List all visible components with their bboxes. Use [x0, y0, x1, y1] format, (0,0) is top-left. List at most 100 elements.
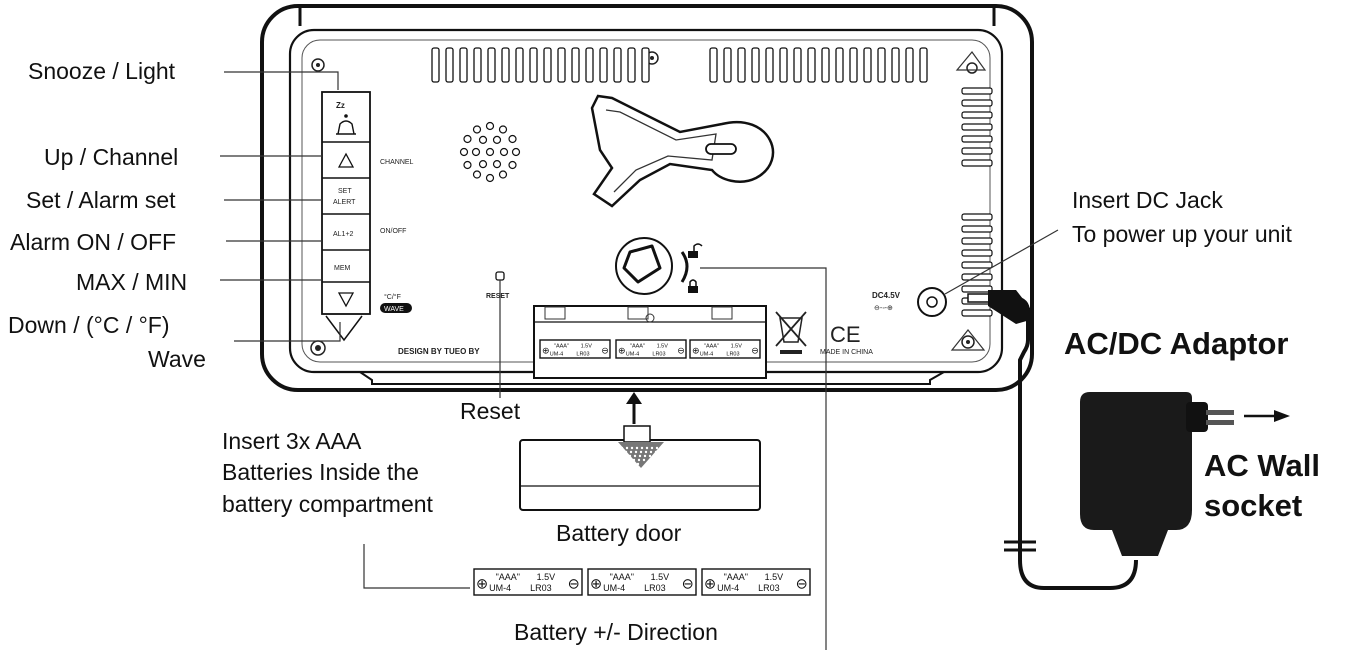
- wave-side-label: WAVE: [384, 306, 404, 313]
- vent-slot: [961, 159, 993, 167]
- vent-slot: [961, 261, 993, 269]
- speaker-hole: [508, 134, 517, 144]
- battery-code: LR03: [726, 351, 739, 357]
- up-channel-button[interactable]: [337, 152, 355, 168]
- label-dc-jack-2: To power up your unit: [1072, 221, 1292, 247]
- speaker-hole: [478, 160, 488, 169]
- vent-slot: [821, 47, 830, 83]
- battery-model: UM-4: [700, 351, 713, 357]
- vent-slot: [613, 47, 622, 83]
- screw-icon: [966, 62, 978, 74]
- label-reset: Reset: [460, 398, 521, 424]
- screw-icon: [311, 58, 325, 72]
- speaker-hole: [492, 135, 502, 144]
- vent-slot: [961, 249, 993, 257]
- button-column: [321, 91, 371, 342]
- speaker-hole: [472, 170, 482, 179]
- label-adaptor: AC/DC Adaptor: [1064, 326, 1289, 361]
- vent-slot: [961, 135, 993, 143]
- vent-slot: [919, 47, 928, 83]
- battery-voltage: 1.5V: [581, 344, 593, 350]
- vent-slot: [779, 47, 788, 83]
- vent-slot: [961, 147, 993, 155]
- snooze-light-button[interactable]: Zz: [336, 101, 356, 135]
- battery-model: UM-4: [717, 583, 739, 593]
- vent-slot: [473, 47, 482, 83]
- vent-slot: [543, 47, 552, 83]
- battery-model: UM-4: [489, 583, 511, 593]
- triangle-down-icon: [337, 292, 355, 308]
- battery-voltage: 1.5V: [657, 344, 669, 350]
- device-back-panel: [260, 4, 1034, 392]
- speaker-hole: [492, 160, 502, 169]
- battery-type: "AAA": [610, 572, 634, 582]
- dc-rating-text: DC4.5V: [872, 291, 901, 300]
- ce-mark: CE: [830, 322, 861, 347]
- label-dc-jack-1: Insert DC Jack: [1072, 187, 1223, 213]
- battery-code: LR03: [644, 583, 666, 593]
- insert-arrow-icon: [626, 392, 642, 424]
- vent-slot: [737, 47, 746, 83]
- unit-side-label: °C/°F: [384, 293, 401, 301]
- vent-slot: [877, 47, 886, 83]
- wall-hanger: [590, 94, 775, 208]
- mem-button[interactable]: MEM: [334, 265, 351, 272]
- vent-slot: [501, 47, 510, 83]
- vent-slot: [487, 47, 496, 83]
- label-battery-insert-2: Batteries Inside the: [222, 459, 419, 485]
- arrow-right-icon: [1244, 410, 1290, 422]
- battery-type: "AAA": [554, 344, 569, 350]
- speaker-hole: [485, 173, 495, 183]
- channel-side-label: CHANNEL: [380, 159, 414, 166]
- vent-slot: [515, 47, 524, 83]
- speaker-hole: [511, 147, 521, 157]
- vent-slot: [751, 47, 760, 83]
- label-set-alarm: Set / Alarm set: [26, 187, 176, 213]
- vent-slot: [709, 47, 718, 83]
- vent-slot: [961, 237, 993, 245]
- vent-slot: [891, 47, 900, 83]
- vent-slot: [571, 47, 580, 83]
- lock-icon: [688, 279, 698, 293]
- set-alert-button[interactable]: SET ALERT: [333, 188, 356, 206]
- bell-icon: [336, 120, 356, 135]
- dc-jack-socket[interactable]: [917, 287, 947, 317]
- unlock-icon: [688, 243, 703, 258]
- mem-label: MEM: [334, 265, 351, 272]
- alarm-button[interactable]: AL1+2: [333, 231, 354, 238]
- speaker-hole: [499, 147, 509, 157]
- minus-terminal-icon: ⊖: [682, 577, 694, 593]
- vent-slot: [765, 47, 774, 83]
- vent-slot: [585, 47, 594, 83]
- minus-terminal-icon: ⊖: [568, 577, 580, 593]
- battery-voltage: 1.5V: [651, 572, 670, 582]
- vent-slot: [961, 213, 993, 221]
- vent-slot: [961, 123, 993, 131]
- speaker-hole: [459, 147, 469, 157]
- minus-terminal-icon: ⊖: [796, 577, 808, 593]
- label-alarm-on-off: Alarm ON / OFF: [10, 229, 177, 255]
- vent-slot: [961, 87, 993, 95]
- plus-terminal-icon: ⊕: [542, 346, 549, 356]
- speaker-hole: [498, 170, 508, 179]
- alert-label: ALERT: [333, 199, 356, 206]
- vent-slot: [961, 99, 993, 107]
- label-battery-direction: Battery +/- Direction: [514, 619, 718, 645]
- battery-lock-knob[interactable]: [615, 237, 689, 295]
- screw-icon: [961, 335, 975, 349]
- plus-terminal-icon: ⊕: [704, 577, 716, 593]
- battery-voltage: 1.5V: [537, 572, 556, 582]
- plus-terminal-icon: ⊕: [590, 577, 602, 593]
- vent-slot: [627, 47, 636, 83]
- speaker-hole: [498, 125, 508, 134]
- down-button[interactable]: [337, 292, 355, 308]
- battery-door: [519, 425, 761, 511]
- adaptor-body: [1080, 392, 1234, 556]
- vent-slot: [445, 47, 454, 83]
- vent-slot: [905, 47, 914, 83]
- label-wave: Wave: [148, 346, 206, 372]
- vent-slot: [961, 225, 993, 233]
